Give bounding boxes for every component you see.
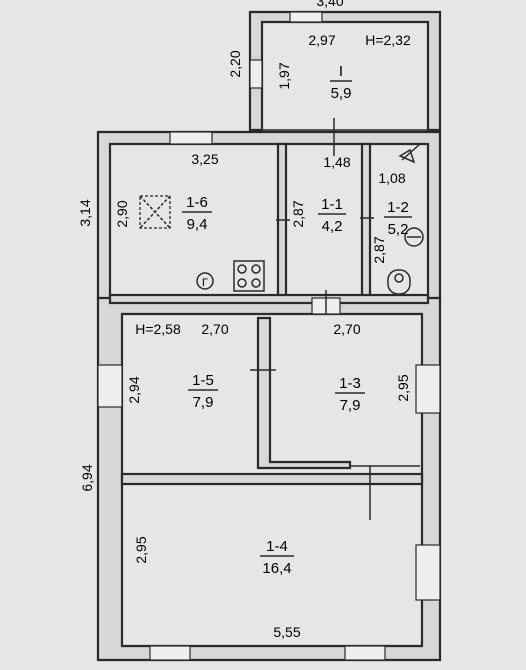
room-1-3-id: 1-3 [339,375,361,392]
gas-meter-icon [196,272,214,290]
room-1-5-depth: 2,94 [126,376,142,403]
dim-bottom-width: 5,55 [273,624,300,640]
room-I-depth: 1,97 [276,62,292,89]
door-marks [250,118,374,520]
room-1-6-id: 1-6 [186,194,208,211]
room-1-2-width: 1,08 [378,170,405,186]
room-1-1-id: 1-1 [321,196,343,213]
lower-interior-walls [120,316,424,486]
upper-interior-walls [108,142,430,305]
annex-walls [248,10,442,132]
room-1-5-width: 2,70 [201,321,228,337]
toilet-icon [387,269,411,295]
room-1-5-id: 1-5 [192,372,214,389]
annex-window [249,59,263,89]
room-1-2-area: 5,2 [388,221,409,238]
room-1-5-height: H=2,58 [135,321,181,337]
window-bottom-right [344,645,386,661]
dim-left-upper: 3,14 [77,199,93,226]
room-1-4-depth: 2,95 [133,536,149,563]
room-1-1-area: 4,2 [322,218,343,235]
room-1-6-area: 9,4 [187,216,208,233]
dim-left-lower: 6,94 [79,464,95,491]
window-top-left [169,131,213,145]
dim-top-width: 3,40 [316,0,343,9]
room-I-id: I [339,63,343,80]
annex-top-window [289,11,323,23]
room-1-6-width: 3,25 [191,151,218,167]
window-bottom-left [149,645,191,661]
room-1-3-width: 2,70 [333,321,360,337]
gas-meter-label: Г [202,277,208,289]
window-right-lower [415,544,441,601]
room-1-6-depth: 2,90 [114,200,130,227]
room-1-4-id: 1-4 [266,538,288,555]
room-1-1-depth: 2,87 [290,200,306,227]
room-I-width: 2,97 [308,32,335,48]
hatch-symbol-icon [139,195,171,229]
stove-icon [233,260,265,292]
window-left-lower [97,364,123,408]
room-1-3-depth: 2,95 [395,374,411,401]
dim-annex-height: 2,20 [227,50,243,77]
boiler-icon [404,227,424,247]
room-1-2-id: 1-2 [387,199,409,216]
window-right-middle [415,364,441,414]
room-I-height: H=2,32 [365,32,411,48]
shower-icon [398,143,421,164]
room-1-2-depth: 2,87 [371,236,387,263]
room-1-5-area: 7,9 [193,394,214,411]
room-1-4-area: 16,4 [262,560,291,577]
room-1-3-area: 7,9 [340,397,361,414]
room-1-1-width: 1,48 [323,154,350,170]
room-I-area: 5,9 [331,85,352,102]
